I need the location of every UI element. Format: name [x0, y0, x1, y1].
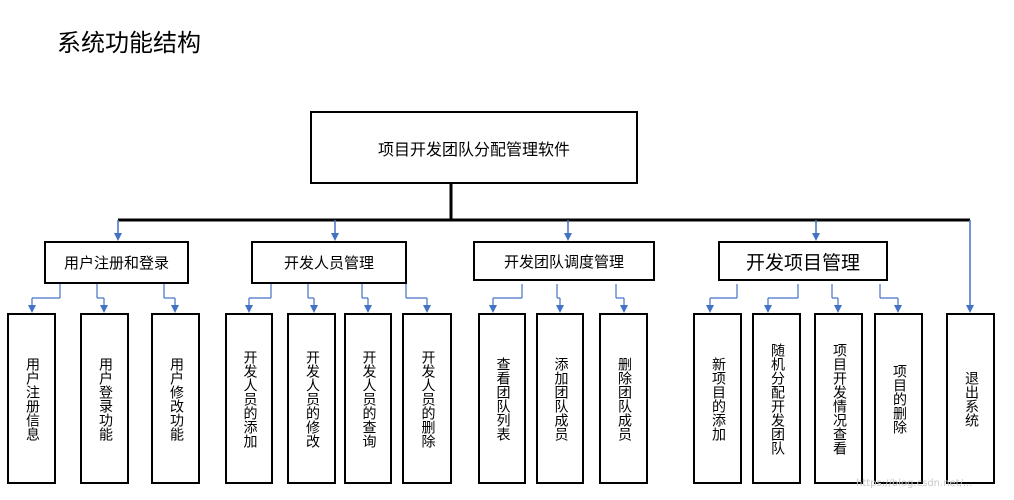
leaf-node: 随机分配开发团队 [752, 313, 801, 484]
category-label: 开发人员管理 [283, 254, 374, 272]
leaf-label: 用户登录功能 [97, 356, 113, 441]
leaf-node: 用户修改功能 [151, 313, 200, 484]
arrow-head [894, 305, 902, 313]
leaf-label: 退出系统 [963, 370, 979, 427]
arrow-head [556, 305, 564, 313]
leaf-label: 开发人员的修改 [304, 349, 320, 448]
leaf-label: 添加团队成员 [552, 356, 569, 441]
leaf-node: 新项目的添加 [693, 313, 742, 484]
leaf-label: 开发人员的添加 [241, 349, 258, 448]
category-label: 开发团队调度管理 [503, 252, 624, 271]
arrow-head [114, 233, 122, 241]
category-node-developer: 开发人员管理 [251, 241, 407, 284]
leaf-node: 开发人员的添加 [225, 313, 273, 484]
leaf-node: 添加团队成员 [536, 313, 584, 484]
leaf-label: 随机分配开发团队 [769, 342, 785, 455]
root-node-label: 项目开发团队分配管理软件 [377, 139, 570, 159]
leaf-label: 开发人员的查询 [360, 349, 377, 448]
leaf-node: 用户登录功能 [80, 313, 129, 484]
arrow-head [834, 305, 842, 313]
page-title: 系统功能结构 [57, 29, 201, 57]
arrow-head [28, 305, 36, 313]
category-node-team: 开发团队调度管理 [473, 241, 655, 281]
leaf-node: 查看团队列表 [478, 313, 526, 484]
category-label: 用户注册和登录 [63, 254, 169, 272]
category-node-user: 用户注册和登录 [44, 241, 189, 284]
leaf-label: 开发人员的删除 [419, 349, 436, 448]
leaf-label: 删除团队成员 [616, 356, 632, 441]
arrow-head [331, 233, 339, 241]
arrow-head [764, 305, 772, 313]
arrow-head [812, 233, 820, 241]
leaf-node: 开发人员的查询 [344, 313, 392, 484]
arrow-head [171, 305, 179, 313]
arrow-head [100, 305, 108, 313]
leaf-node-exit: 退出系统 [946, 313, 995, 484]
leaf-label: 用户修改功能 [168, 356, 184, 441]
arrow-head [966, 305, 974, 313]
leaf-label: 项目的删除 [891, 363, 907, 434]
arrow-head [310, 305, 318, 313]
watermark: https://blog.csdn.net/... [856, 478, 973, 489]
leaf-node: 开发人员的修改 [287, 313, 336, 484]
leaf-label: 查看团队列表 [494, 356, 511, 441]
arrow-head [364, 305, 372, 313]
arrow-head [489, 305, 497, 313]
leaf-node: 项目的删除 [874, 313, 923, 484]
category-node-project: 开发项目管理 [718, 241, 888, 281]
category-label: 开发项目管理 [745, 251, 860, 274]
leaf-node: 用户注册信息 [7, 313, 56, 484]
leaf-label: 项目开发情况查看 [831, 342, 847, 455]
leaf-label: 新项目的添加 [710, 356, 726, 441]
arrow-head [245, 305, 253, 313]
leaf-node: 删除团队成员 [599, 313, 648, 484]
leaf-node: 开发人员的删除 [402, 313, 452, 484]
root-node: 项目开发团队分配管理软件 [310, 111, 638, 184]
leaf-node: 项目开发情况查看 [814, 313, 863, 484]
arrow-head [423, 305, 431, 313]
leaf-label: 用户注册信息 [24, 356, 40, 441]
arrow-head [564, 233, 572, 241]
arrow-head [620, 305, 628, 313]
arrow-head [706, 305, 714, 313]
